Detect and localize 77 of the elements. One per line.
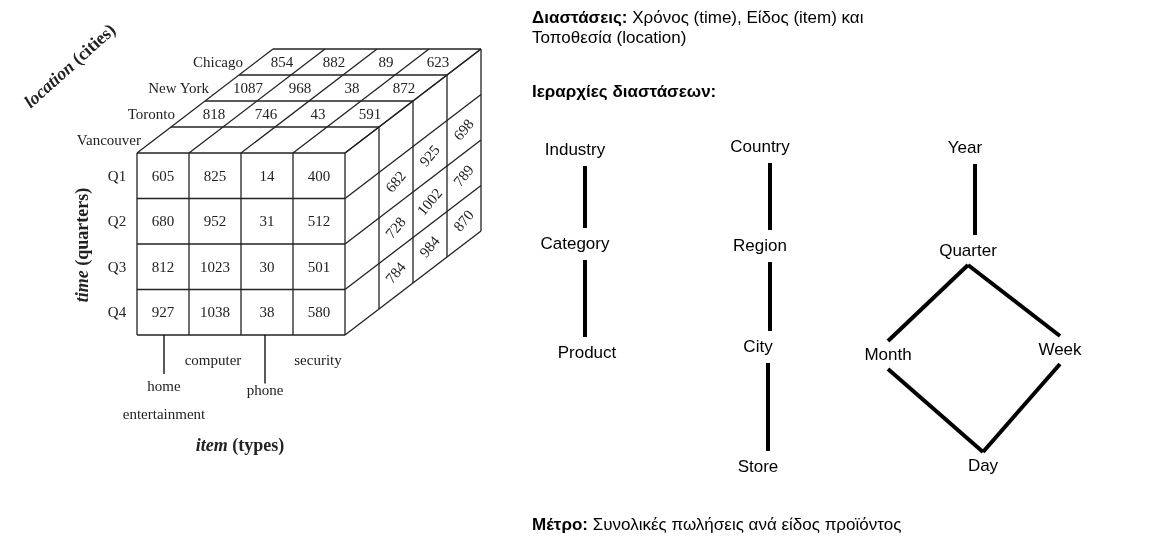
axis-category: Q1	[107, 167, 127, 185]
cell-value: 680	[151, 212, 175, 230]
section-heading: Ιεραρχίες διαστάσεων:	[532, 82, 717, 102]
leader-line	[264, 334, 266, 385]
cell-value: 43	[310, 105, 326, 123]
cell-value: 580	[307, 303, 331, 321]
hierarchy-level: Year	[947, 138, 983, 158]
cell-value: 728	[382, 213, 410, 242]
connector-line	[583, 260, 587, 337]
cell-value: 30	[259, 258, 275, 276]
hierarchy-level: City	[743, 337, 773, 357]
hierarchy-level: Product	[557, 343, 617, 363]
hierarchy-level: Region	[733, 236, 787, 256]
axis-title: time (quarters)	[71, 187, 93, 303]
axis-category: Chicago	[193, 53, 243, 71]
cell-value: 682	[382, 168, 410, 197]
cell-value: 872	[392, 79, 416, 97]
hierarchy-level: Month	[864, 345, 912, 365]
cell-value: 1038	[200, 303, 230, 321]
cell-value: 400	[307, 167, 331, 185]
hierarchy-level: Day	[967, 456, 999, 476]
axis-category: home entertainment	[109, 372, 219, 428]
connector-line	[583, 166, 587, 228]
connector-line	[981, 362, 1062, 454]
axis-category: Toronto	[127, 105, 175, 123]
axis-category: phone	[246, 381, 284, 399]
axis-category: Vancouver	[76, 131, 141, 149]
cell-value: 1023	[200, 258, 230, 276]
hierarchy-level: Category	[540, 234, 610, 254]
connector-line	[886, 367, 985, 454]
cell-value: 784	[382, 259, 410, 288]
connector-line	[966, 263, 1062, 338]
cell-value: 89	[378, 53, 394, 71]
cell-value: 825	[203, 167, 227, 185]
cell-value: 1087	[233, 79, 263, 97]
cell-value: 968	[288, 79, 312, 97]
cell-value: 812	[151, 258, 175, 276]
cell-value: 38	[344, 79, 360, 97]
cell-value: 818	[202, 105, 226, 123]
cell-value: 501	[307, 258, 331, 276]
axis-category: Q4	[107, 303, 127, 321]
cell-value: 698	[450, 116, 478, 145]
cell-value: 952	[203, 212, 227, 230]
axis-category: Q2	[107, 212, 127, 230]
description-text: Διαστάσεις: Χρόνος (time), Είδος (item) και Τοποθεσία (location)	[532, 8, 865, 48]
cell-value: 605	[151, 167, 175, 185]
cell-value: 746	[254, 105, 278, 123]
cell-value: 512	[307, 212, 331, 230]
hierarchy-level: Industry	[544, 140, 606, 160]
axis-category: computer	[184, 351, 242, 369]
axis-title: item (types)	[195, 434, 285, 456]
hierarchy-level: Country	[730, 137, 790, 157]
connector-line	[973, 164, 977, 235]
cell-value: 882	[322, 53, 346, 71]
connector-line	[768, 262, 772, 331]
cell-value: 789	[450, 161, 478, 190]
connector-line	[886, 263, 970, 343]
cell-value: 984	[416, 233, 444, 262]
description-text: Μέτρο: Συνολικές πωλήσεις ανά είδος προϊόντος	[532, 515, 902, 535]
cell-value: 14	[259, 167, 275, 185]
connector-line	[766, 363, 770, 451]
cell-value: 31	[259, 212, 275, 230]
cell-value: 870	[450, 207, 478, 236]
hierarchy-level: Quarter	[939, 241, 997, 261]
cell-value: 927	[151, 303, 175, 321]
axis-category: New York	[148, 79, 209, 97]
axis-category: Q3	[107, 258, 127, 276]
cell-value: 623	[426, 53, 450, 71]
hierarchy-level: Week	[1038, 340, 1082, 360]
leader-line	[163, 334, 165, 375]
cell-value: 591	[358, 105, 382, 123]
connector-line	[768, 163, 772, 230]
cell-value: 38	[259, 303, 275, 321]
cell-value: 854	[270, 53, 294, 71]
hierarchy-level: Store	[737, 457, 779, 477]
cell-value: 925	[416, 142, 444, 171]
axis-category: security	[294, 351, 342, 369]
